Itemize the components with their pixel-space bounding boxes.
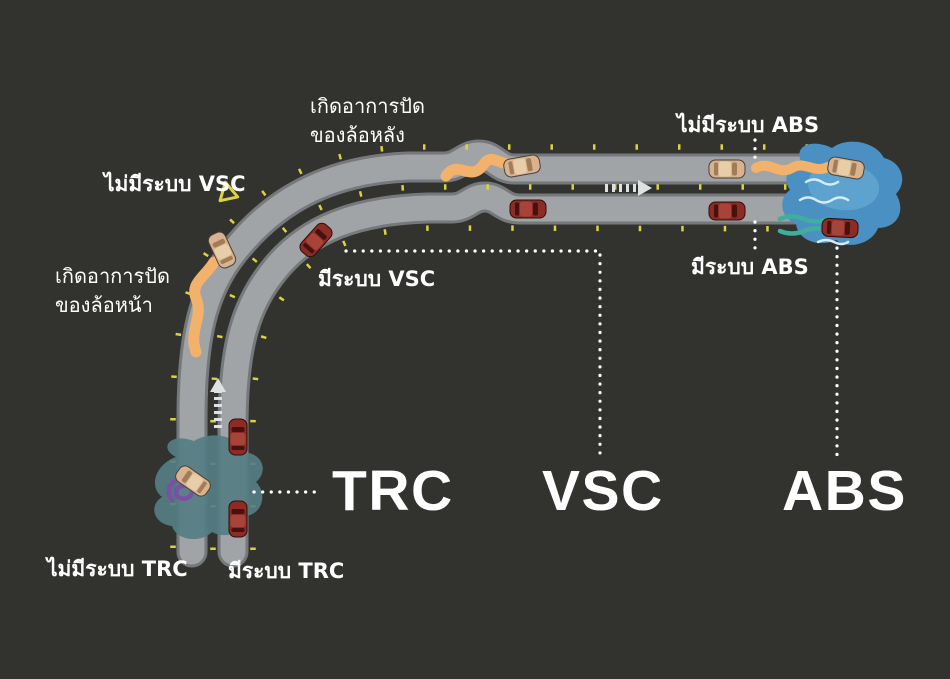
car-has-trc-upper <box>228 418 248 456</box>
label-no-abs: ไม่มีระบบ ABS <box>677 113 820 137</box>
label-rear-sway-line2: ของล้อหลัง <box>310 123 405 147</box>
label-rear-sway: เกิดอาการปัด ของล้อหลัง <box>310 92 425 150</box>
car-has-abs-stopping <box>821 217 859 239</box>
label-front-sway-line2: ของล้อหน้า <box>55 293 153 317</box>
label-has-trc: มีระบบ TRC <box>228 559 345 583</box>
direction-arrow-up <box>210 378 226 428</box>
skid-spin-purple <box>166 477 195 503</box>
label-has-vsc: มีระบบ VSC <box>318 267 436 291</box>
puddle-ripples <box>798 178 850 246</box>
reflector-line-inner <box>250 225 867 550</box>
dotted-connectors <box>252 138 839 494</box>
label-no-vsc: ไม่มีระบบ VSC <box>104 172 246 196</box>
label-no-trc: ไม่มีระบบ TRC <box>47 557 188 581</box>
skid-trail-rear-sway <box>440 153 520 182</box>
road-outer <box>179 142 879 565</box>
car-has-trc-lower <box>228 500 248 538</box>
label-front-sway-line1: เกิดอาการปัด <box>55 264 170 288</box>
title-vsc: VSC <box>542 459 664 523</box>
label-rear-sway-line1: เกิดอาการปัด <box>310 94 425 118</box>
car-no-abs-approach <box>708 159 746 179</box>
road-inner <box>220 184 877 565</box>
skid-abs-teal <box>777 214 831 236</box>
warning-triangle-icon <box>218 180 240 203</box>
skid-trail-front-sway <box>188 256 220 358</box>
skid-trail-no-abs <box>751 160 833 176</box>
title-abs: ABS <box>782 459 907 523</box>
car-has-vsc-straight <box>509 199 547 219</box>
car-has-abs-approach <box>708 201 746 221</box>
connector-vsc <box>344 249 602 458</box>
label-front-sway: เกิดอาการปัด ของล้อหน้า <box>55 262 170 320</box>
title-trc: TRC <box>332 459 454 523</box>
label-has-abs: มีระบบ ABS <box>691 255 809 279</box>
direction-arrow-right <box>605 180 652 196</box>
